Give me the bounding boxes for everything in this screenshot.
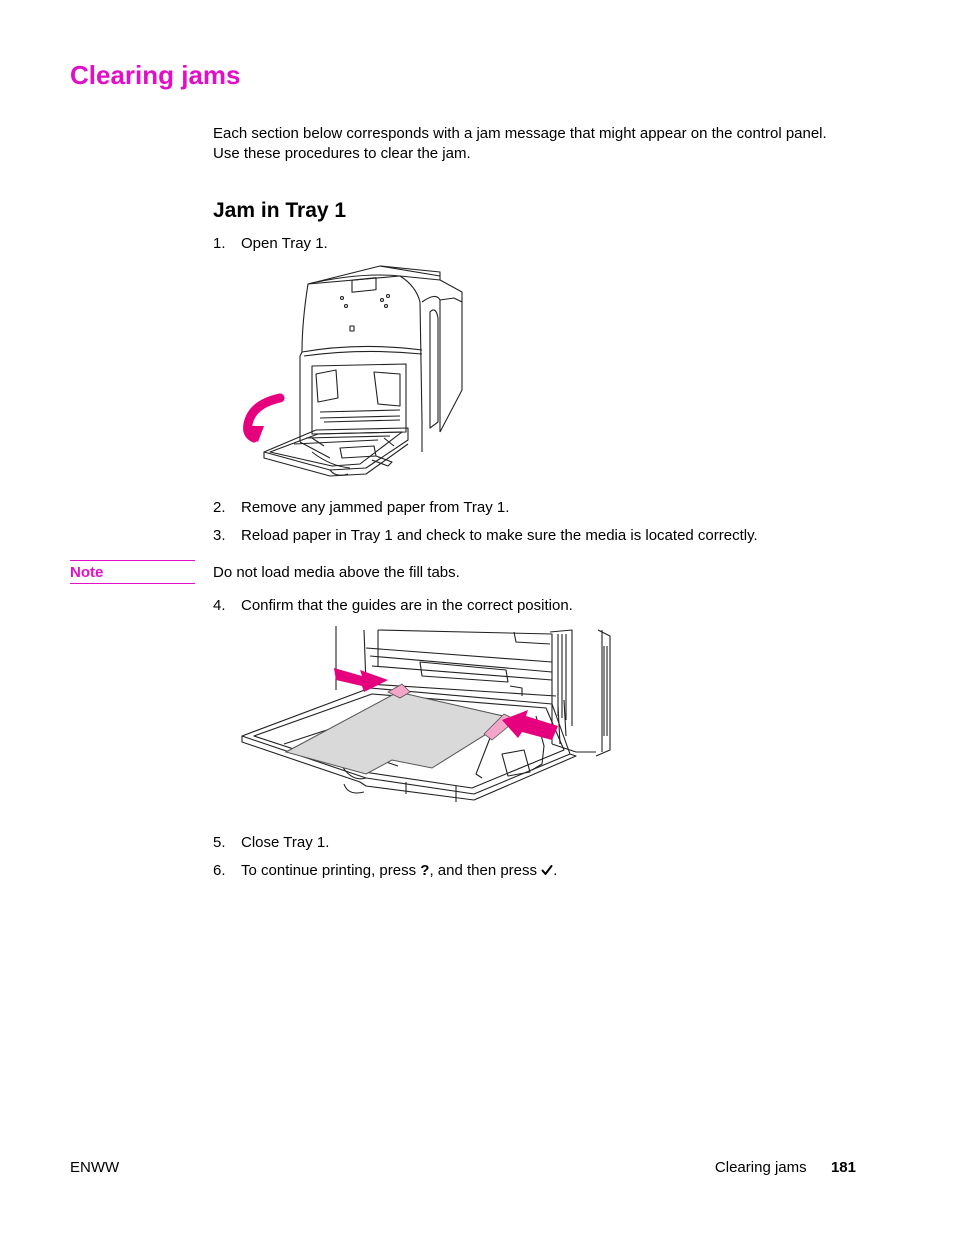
step-text: Confirm that the guides are in the corre… [241,597,573,614]
section-title: Jam in Tray 1 [213,199,347,222]
step-text-after: . [553,862,558,879]
step-5: 5. Close Tray 1. [213,833,329,853]
step-text-mid: , and then press [429,862,542,879]
step-text-before: To continue printing, press [241,862,421,879]
note-label: Note [70,560,195,584]
step-number: 3. [213,527,226,544]
tray-guides-illustration [241,626,611,802]
step-2: 2. Remove any jammed paper from Tray 1. [213,498,509,518]
footer-section: Clearing jams [714,1159,807,1176]
footer-right: Clearing jams 181 [715,1158,856,1178]
step-number: 4. [213,597,226,614]
help-key-label: ? [420,862,430,879]
step-text: Open Tray 1. [241,235,328,252]
intro-line-2: Use these procedures to clear the jam. [213,145,471,162]
footer-left: ENWW [70,1159,120,1176]
step-6: 6. To continue printing, press ?, and the… [213,861,557,881]
note-text: Do not load media above the fill tabs. [213,564,460,581]
step-1: 1. Open Tray 1. [213,234,328,254]
step-number: 2. [213,499,226,516]
intro-line-1: Each section below corresponds with a ja… [213,125,827,142]
step-number: 5. [213,834,226,851]
step-number: 1. [213,235,226,252]
page-title: Clearing jams [70,60,241,90]
printer-open-tray-illustration [243,265,463,477]
step-4: 4. Confirm that the guides are in the cor… [213,596,573,616]
intro-paragraph: Each section below corresponds with a ja… [213,124,903,164]
checkmark-icon [541,865,553,875]
step-text: Close Tray 1. [241,834,330,851]
page-number: 181 [830,1159,856,1176]
step-number: 6. [213,862,226,879]
step-text: Reload paper in Tray 1 and check to make… [241,527,758,544]
step-text: Remove any jammed paper from Tray 1. [241,499,510,516]
step-3: 3. Reload paper in Tray 1 and check to ma… [213,526,758,546]
